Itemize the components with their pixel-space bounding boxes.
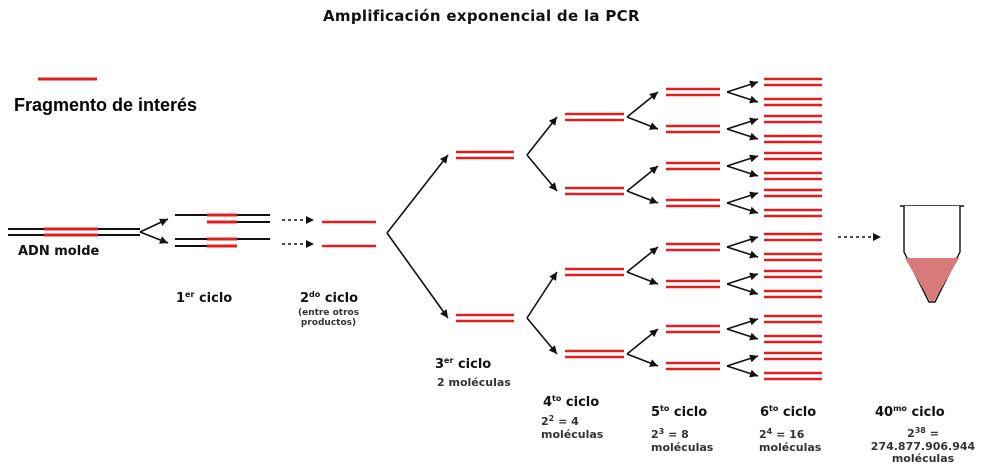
arrow-c4-3-to-c5-a-head bbox=[649, 247, 658, 256]
cycle-3-label: 3er ciclo bbox=[435, 356, 492, 372]
arrow-to-cycle-3-top-head bbox=[439, 155, 448, 164]
arrow-c5-6-to-c6-a-head bbox=[749, 272, 758, 281]
dotted-arrow-top-head bbox=[306, 216, 314, 224]
cycle-1-label: 1er ciclo bbox=[176, 290, 233, 306]
arrow-to-cycle-3-top bbox=[386, 154, 449, 234]
page-title: Amplificación exponencial de la PCR bbox=[323, 7, 640, 25]
arrow-c5-5-to-c6-a-head bbox=[749, 235, 758, 244]
dotted-arrow-bottom-head bbox=[306, 240, 314, 248]
arrow-c5-3-to-c6-a-head bbox=[749, 154, 758, 163]
arrow-c5-8-to-c6-b-head bbox=[749, 369, 758, 378]
arrow-c5-5-to-c6-b-head bbox=[749, 250, 758, 259]
arrow-c5-2-to-c6-b-head bbox=[749, 132, 758, 141]
arrow-c3-2-to-c4-3-head bbox=[549, 272, 557, 281]
dotted-arrow-to-tube-head bbox=[873, 233, 881, 241]
arrow-c4-2-to-c5-a-head bbox=[649, 166, 658, 175]
arrow-c5-4-to-c6-b-head bbox=[749, 206, 758, 215]
arrow-c3-1-to-c4-1-head bbox=[548, 117, 557, 126]
cycle-2-label: 2do ciclo bbox=[300, 290, 359, 306]
arrow-c3-1-to-c4-2-head bbox=[548, 182, 557, 191]
cycle-6-label: 6to ciclo bbox=[760, 404, 817, 420]
arrow-c3-1-to-c4-1 bbox=[526, 116, 558, 156]
arrow-c4-4-to-c5-a-head bbox=[649, 329, 658, 338]
arrow-c4-2-to-c5-b-head bbox=[649, 196, 658, 204]
tube-liquid bbox=[905, 258, 959, 301]
arrow-c4-4-to-c5-b-head bbox=[649, 359, 658, 367]
arrow-to-cycle-1-top-head bbox=[159, 218, 168, 226]
cycle-40-label: 40mo ciclo bbox=[875, 404, 945, 420]
arrow-c3-2-to-c4-4-head bbox=[548, 345, 557, 354]
arrow-c4-1-to-c5-b-head bbox=[649, 122, 658, 130]
arrow-c5-6-to-c6-b-head bbox=[749, 287, 758, 296]
arrow-c5-1-to-c6-a-head bbox=[749, 80, 758, 89]
arrow-c5-3-to-c6-b-head bbox=[749, 169, 758, 178]
arrow-c5-7-to-c6-b-head bbox=[749, 332, 758, 341]
arrow-to-cycle-1-bottom-head bbox=[159, 236, 168, 244]
arrow-to-cycle-3-bottom bbox=[386, 232, 449, 319]
arrow-c3-2-to-c4-3 bbox=[526, 271, 558, 319]
arrow-c5-4-to-c6-a-head bbox=[749, 191, 758, 200]
arrow-to-cycle-3-bottom-head bbox=[440, 309, 448, 318]
cycle-5-label: 5to ciclo bbox=[651, 404, 708, 420]
arrow-c5-1-to-c6-b-head bbox=[749, 95, 758, 104]
legend-label: Fragmento de interés bbox=[14, 95, 198, 115]
template-label: ADN molde bbox=[18, 244, 100, 259]
arrow-c4-3-to-c5-b-head bbox=[649, 277, 658, 285]
arrow-c5-7-to-c6-a-head bbox=[749, 317, 758, 326]
cycle-3-count: 2 moléculas bbox=[437, 376, 511, 389]
arrow-c5-2-to-c6-a-head bbox=[749, 117, 758, 126]
arrow-c5-8-to-c6-a-head bbox=[749, 354, 758, 363]
cycle-4-label: 4to ciclo bbox=[543, 394, 600, 410]
arrow-c4-1-to-c5-a-head bbox=[649, 92, 658, 101]
